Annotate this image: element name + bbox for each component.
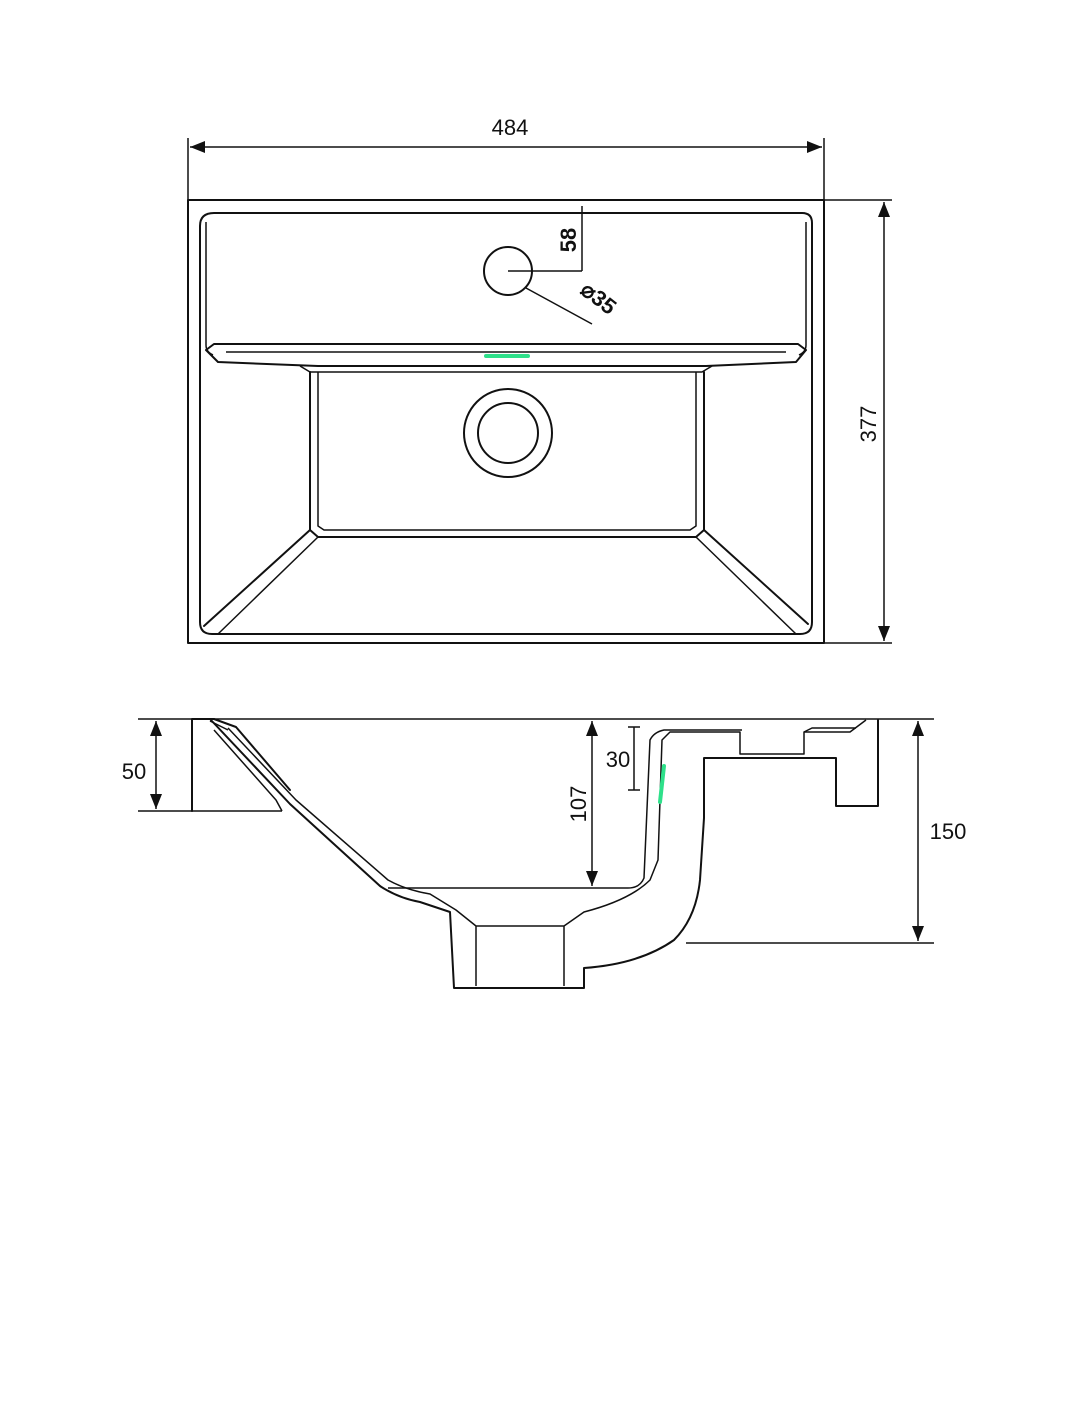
depth-label: 377: [856, 406, 881, 443]
side-view: 50 107 30 150: [122, 718, 967, 989]
bowl-depth-label: 107: [566, 786, 591, 823]
tap-hole-diameter-label: ⌀35: [576, 277, 621, 320]
bowl-floor: [309, 371, 705, 538]
drain-inner: [477, 402, 539, 464]
bowl-depth-dimension: 107: [566, 721, 598, 886]
total-height-label: 150: [930, 819, 967, 844]
deck-inner-edge: [205, 222, 807, 356]
left-rim: [191, 718, 291, 812]
width-dimension: 484: [187, 115, 825, 200]
basin-outline: [187, 199, 825, 644]
tap-hole-offset-label: 58: [556, 228, 581, 252]
overflow-offset-label: 30: [606, 747, 630, 772]
tap-deck-lip: [205, 343, 807, 367]
deck-outline: [199, 212, 813, 635]
top-view: 484 377 58 ⌀35: [187, 115, 892, 644]
total-height-dimension: 150: [686, 721, 967, 944]
bowl-profile: [209, 718, 879, 989]
rim-height-label: 50: [122, 759, 146, 784]
drain-outer: [463, 388, 553, 478]
width-label: 484: [492, 115, 529, 140]
overflow-dimension: 30: [606, 726, 640, 791]
depth-dimension: 377: [824, 199, 892, 644]
overflow-slot-side: [658, 764, 666, 804]
rim-height-dimension: 50: [122, 721, 282, 812]
